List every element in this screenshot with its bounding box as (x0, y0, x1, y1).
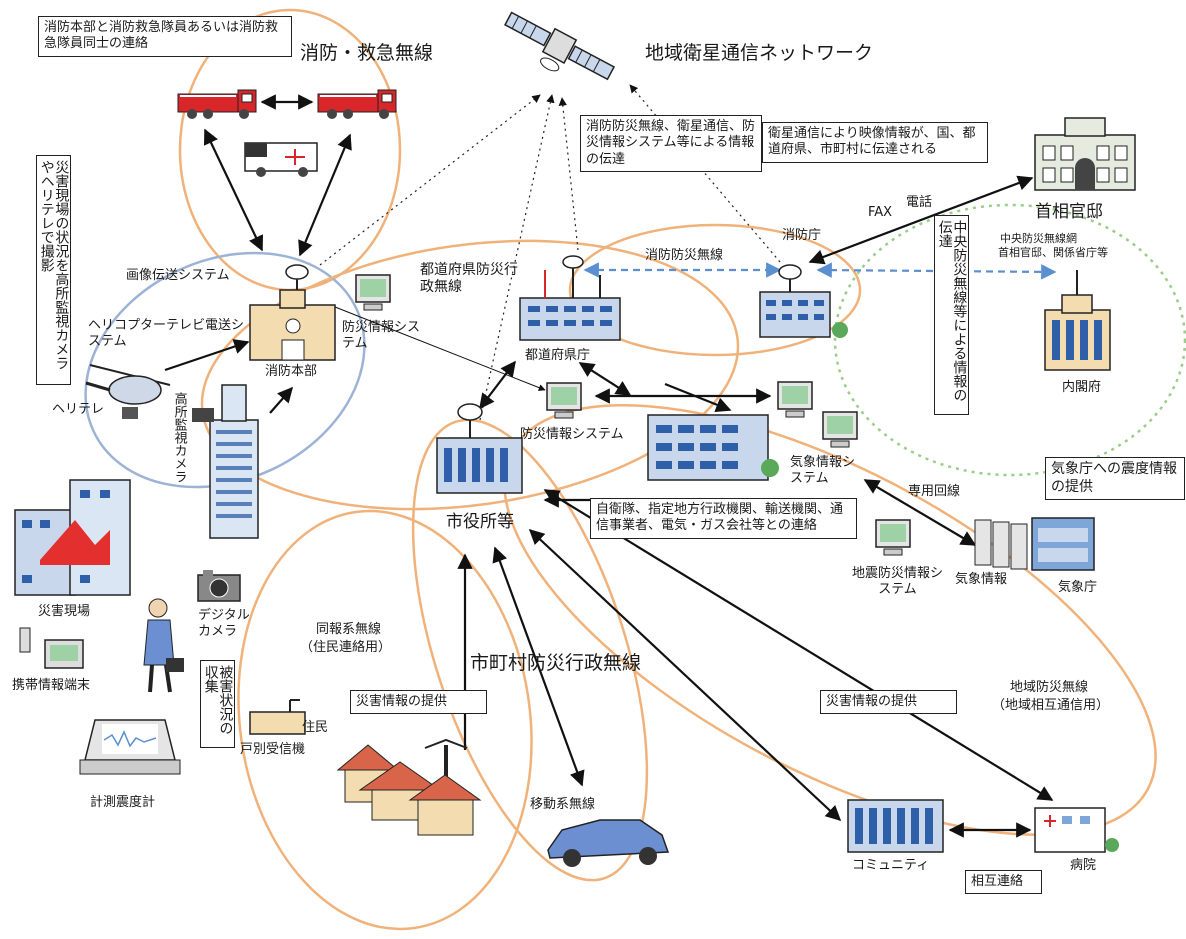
disaster-info-sys-label-1: 防災情報システム (342, 320, 421, 351)
mobile-terminal-label: 携帯情報端末 (12, 678, 91, 693)
disaster-camera-box: 災害現場の状況を高所監視カメラやヘリテレで撮影 (36, 155, 72, 385)
pc-icon-quake (875, 519, 911, 556)
heli-tv-system-label: ヘリコプターテレビ電送システム (88, 318, 245, 349)
city-hall-label: 市役所等 (446, 512, 514, 532)
pc-icon-weather-1 (777, 381, 813, 418)
residents-label: 住民 (302, 720, 329, 735)
community-label: コミュニティ (852, 858, 930, 873)
fdma-building-icon (759, 264, 848, 338)
fire-hq-contact-box: 消防本部と消防救急隊員あるいは消防救急隊員同士の連絡 (38, 16, 292, 57)
pc-icon-fire-hq (355, 274, 391, 311)
disaster-info-box-2: 災害情報の提供 (820, 690, 957, 715)
hospital-building-icon (1034, 807, 1119, 853)
weather-info-label: 気象情報 (955, 572, 1008, 587)
seismometer-icon (79, 719, 181, 775)
fire-hq-label: 消防本部 (265, 364, 318, 379)
dedicated-line-label: 専用回線 (908, 484, 961, 499)
jma-quake-box: 気象庁への震度情報の提供 (1045, 457, 1185, 500)
seismometer-label: 計測震度計 (90, 795, 156, 810)
broadcast-radio-label: 同報系無線 (316, 622, 382, 637)
disaster-info-box-1: 災害情報の提供 (350, 690, 487, 715)
weather-server-icon (974, 519, 1028, 570)
disaster-info-sys-label-2: 防災情報システム (520, 427, 624, 442)
fire-truck-icon-2 (317, 89, 397, 119)
satellite-network-title: 地域衛星通信ネットワーク (645, 42, 874, 64)
central-radio-box: 中央防災無線等による情報の伝達 (934, 215, 970, 415)
receiver-label: 戸別受信機 (240, 742, 306, 757)
city-hall-building-icon (436, 403, 523, 494)
fax-label: FAX (868, 205, 893, 220)
disaster-site-label: 災害現場 (38, 604, 91, 619)
weather-info-sys-label: 気象情報システム (790, 455, 856, 486)
digital-camera-icon (197, 570, 241, 602)
community-building-icon (847, 799, 944, 853)
central-ellipse (833, 203, 1186, 477)
central-net-label: 中央防災無線網 (1000, 232, 1077, 245)
hospital-label: 病院 (1070, 858, 1097, 873)
satellite-transfer-box: 消防防災無線、衛星通信、防災情報システム等による情報の伝達 (580, 115, 762, 172)
damage-collect-box: 被害状況の収集 (200, 660, 236, 748)
high-camera-label: 高所監視カメラ (171, 392, 187, 483)
municipal-radio-title: 市町村防災行政無線 (470, 652, 642, 674)
pm-office-label: 首相官邸 (1035, 202, 1103, 222)
regional-radio-label: 地域防災無線 (1010, 680, 1089, 695)
household-receiver-icon (249, 699, 306, 735)
quake-info-sys-label: 地震防災情報システム (851, 566, 943, 597)
monitoring-tower-icon (192, 384, 259, 539)
pm-office-building-icon (1034, 117, 1136, 191)
regional-radio-sub-label: （地域相互通信用） (992, 698, 1110, 713)
heli-tv-label: ヘリテレ (52, 402, 105, 417)
fdma-ellipse (568, 223, 862, 357)
pref-office-label: 都道府県庁 (525, 348, 591, 363)
houses-icon (336, 738, 482, 836)
person-icon (143, 598, 184, 693)
central-net-detail-label: 首相官邸、関係省庁等 (998, 246, 1108, 259)
ambulance-icon (244, 142, 318, 177)
sdf-contact-box: 自衛隊、指定地方行政機関、輸送機関、通信事業者、電気・ガス会社等との連絡 (590, 498, 857, 539)
broadcast-radio-sub-label: （住民連絡用） (300, 640, 392, 655)
disaster-site-icon (14, 479, 131, 596)
disaster-info-building-icon (647, 414, 779, 481)
car-icon (547, 819, 670, 867)
pc-icon-pref (546, 382, 582, 419)
pref-office-building-icon (519, 255, 621, 341)
image-transfer-label: 画像伝送システム (126, 268, 230, 283)
heli-camera-ellipse (84, 251, 366, 489)
satellite-video-box: 衛星通信により映像情報が、国、都道府県、市町村に伝達される (762, 122, 988, 163)
jma-label: 気象庁 (1058, 580, 1098, 595)
cabinet-building-icon (1044, 270, 1111, 371)
fire-hq-building-icon (249, 264, 336, 361)
jma-building-icon (1031, 517, 1095, 571)
cabinet-label: 内閣府 (1062, 380, 1102, 395)
mobile-terminal-icon (19, 627, 84, 669)
helicopter-icon (85, 364, 171, 419)
fdma-label: 消防庁 (782, 228, 822, 243)
fire-truck-icon (177, 89, 257, 119)
fire-radio-label: 消防防災無線 (645, 248, 724, 263)
mutual-contact-box: 相互連絡 (965, 870, 1042, 895)
digital-camera-label: デジタルカメラ (198, 608, 250, 639)
satellite-icon (504, 11, 616, 81)
phone-label: 電話 (906, 195, 933, 210)
mobile-radio-label: 移動系無線 (530, 797, 596, 812)
fire-radio-title: 消防・救急無線 (300, 42, 434, 64)
pc-icon-weather-2 (822, 411, 858, 448)
pref-radio-label: 都道府県防災行政無線 (420, 262, 518, 295)
